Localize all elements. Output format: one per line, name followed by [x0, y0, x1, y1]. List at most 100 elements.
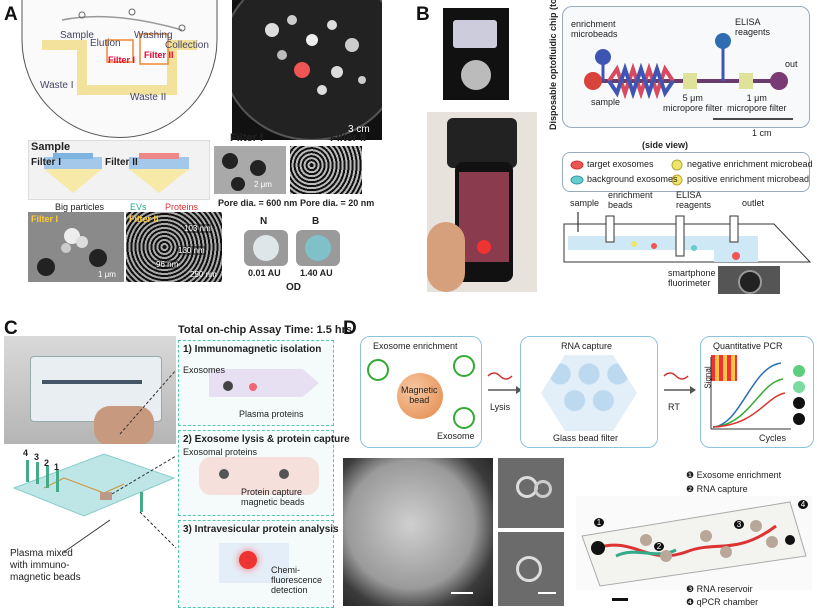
od-v2: 1.40 AU	[300, 268, 333, 278]
panel-letter-c: C	[4, 318, 18, 339]
sem-b-label1: Filter I	[31, 214, 59, 224]
chip-iso-diagram	[12, 453, 176, 517]
od-label: OD	[286, 282, 301, 293]
step1-exosomes: Exosomes	[183, 365, 226, 375]
sem-bottom-filter2: Filter II 103 nm 130 nm 96 nm 250 nm	[126, 212, 222, 282]
chip-label-waste1: Waste I	[40, 80, 74, 91]
chip-num-2: 2	[44, 458, 50, 468]
sem-filter1: 2 μm	[214, 146, 286, 194]
sem-b-label2: Filter II	[129, 214, 159, 224]
pcr-cycles: Cycles	[759, 433, 787, 443]
schematic-sample: Sample	[31, 141, 71, 153]
sem-filter1-label: Filter I	[230, 132, 264, 144]
device-photo: 1 2 3 4	[576, 496, 812, 590]
side-view-label: (side view)	[642, 140, 689, 150]
smartphone-photo	[427, 112, 537, 292]
step3-detect: Chemi- fluorescence detection	[271, 565, 323, 595]
step3-box: 3) Intravesicular protein analysis Chemi…	[178, 520, 339, 608]
step2-title: 2) Exosome lysis & protein capture	[183, 434, 350, 445]
panel-letter-a: A	[4, 4, 18, 25]
step1-proteins: Plasma proteins	[239, 409, 304, 419]
pore2-text: Pore dia. = 20 nm	[300, 198, 375, 208]
magnetic-bead: Magnetic bead	[401, 385, 438, 405]
sem-b-scale1: 1 μm	[98, 270, 116, 279]
lysis-label: Lysis	[490, 402, 511, 412]
top-f1: 1 μm micropore filter	[727, 93, 787, 113]
pcr-title: Quantitative PCR	[713, 341, 783, 351]
od-b: B	[312, 216, 320, 227]
rt-arrow	[663, 372, 696, 394]
rna-title: RNA capture	[561, 341, 613, 351]
sem-b-m3: 96 nm	[156, 260, 179, 269]
legend-background: background exosomes	[587, 174, 678, 184]
d-legend-4: ❹ qPCR chamber	[686, 597, 759, 607]
chip-num-3: 3	[34, 452, 40, 462]
filter-schematic: Sample Filter I Filter II	[28, 140, 210, 200]
total-time: Total on-chip Assay Time: 1.5 hrs	[178, 324, 353, 336]
chip-label-filter1: Filter I	[108, 55, 136, 65]
sem-filter2-label: Filter II	[330, 132, 367, 144]
sem-zoom-2	[498, 532, 564, 606]
fluorimeter-label: smartphone fluorimeter	[668, 268, 716, 288]
b-legend-box: target exosomes background exosomes nega…	[562, 152, 813, 192]
chip-coin-photo	[443, 8, 509, 100]
legend-target: target exosomes	[587, 159, 654, 169]
step1-title: 1) Immunomagnetic isolation	[183, 344, 322, 355]
chip-label-washing: Washing	[134, 30, 173, 41]
lysis-arrow	[487, 372, 522, 394]
disc-photo: 3 cm	[232, 0, 382, 140]
device-scale-bar	[612, 598, 628, 601]
side-beads: enrichment beads	[608, 190, 653, 210]
step2-beads: Protein capture magnetic beads	[241, 487, 305, 507]
d-legend-1: ❶ Exosome enrichment	[686, 470, 782, 480]
device-num-1: 1	[594, 518, 604, 527]
chip-hand-photo	[4, 336, 176, 444]
sem-b-m2: 130 nm	[178, 246, 205, 255]
legend-evs: EVs	[130, 202, 147, 212]
rt-label: RT	[668, 402, 680, 412]
sem-filter2	[290, 146, 362, 194]
schematic-filter1: Filter I	[31, 157, 62, 168]
panel-letter-d: D	[343, 318, 357, 339]
od-well-n	[244, 230, 288, 266]
chip-label-collection: Collection	[165, 40, 209, 51]
enrich-box: Exosome enrichment Magnetic bead Exosome	[360, 336, 482, 448]
top-enrich: enrichment microbeads	[571, 19, 618, 39]
pcr-signal: Signal	[703, 366, 713, 389]
chip-label-sample: Sample	[60, 30, 94, 41]
pcr-box: Quantitative PCR Signal Cycles	[700, 336, 814, 448]
rna-box: RNA capture Glass bead filter	[520, 336, 658, 448]
chip-label-filter2: Filter II	[144, 50, 174, 60]
side-sample: sample	[570, 198, 600, 208]
device-num-3: 3	[734, 520, 744, 529]
pore1-text: Pore dia. = 600 nm	[218, 198, 298, 208]
d-legend-2: ❷ RNA capture	[686, 484, 748, 494]
side-view-diagram	[563, 212, 812, 263]
od-well-b	[296, 230, 340, 266]
chip-num-4: 4	[23, 448, 29, 458]
top-elisa: ELISA reagents	[735, 17, 771, 37]
schematic-filter2: Filter II	[105, 157, 138, 168]
sem-scale1: 2 μm	[254, 180, 272, 189]
top-f5: 5 μm micropore filter	[663, 93, 723, 113]
fluorimeter-photo	[718, 266, 780, 294]
sem-exosome-bead	[343, 458, 493, 606]
enrich-title: Exosome enrichment	[373, 341, 458, 351]
od-n: N	[260, 216, 268, 227]
chip-schematic-a	[21, 0, 218, 138]
legend-proteins: Proteins	[165, 202, 199, 212]
step3-title: 3) Intravesicular protein analysis	[183, 524, 339, 535]
legend-big-particles: Big particles	[55, 202, 105, 212]
step2-proteins: Exosomal proteins	[183, 447, 258, 457]
chip-num-1: 1	[54, 462, 60, 472]
device-num-4: 4	[798, 500, 808, 509]
chip-label-waste2: Waste II	[130, 92, 167, 103]
sem-b-m1: 103 nm	[184, 224, 211, 233]
od-v1: 0.01 AU	[248, 268, 281, 278]
legend-pos: positive enrichment microbead	[687, 174, 810, 184]
plasma-label: Plasma mixed with immuno- magnetic beads	[10, 548, 81, 583]
step2-box: 2) Exosome lysis & protein capture Exoso…	[178, 430, 350, 516]
side-outlet: outlet	[742, 198, 765, 208]
side-elisa: ELISA reagents	[676, 190, 712, 210]
